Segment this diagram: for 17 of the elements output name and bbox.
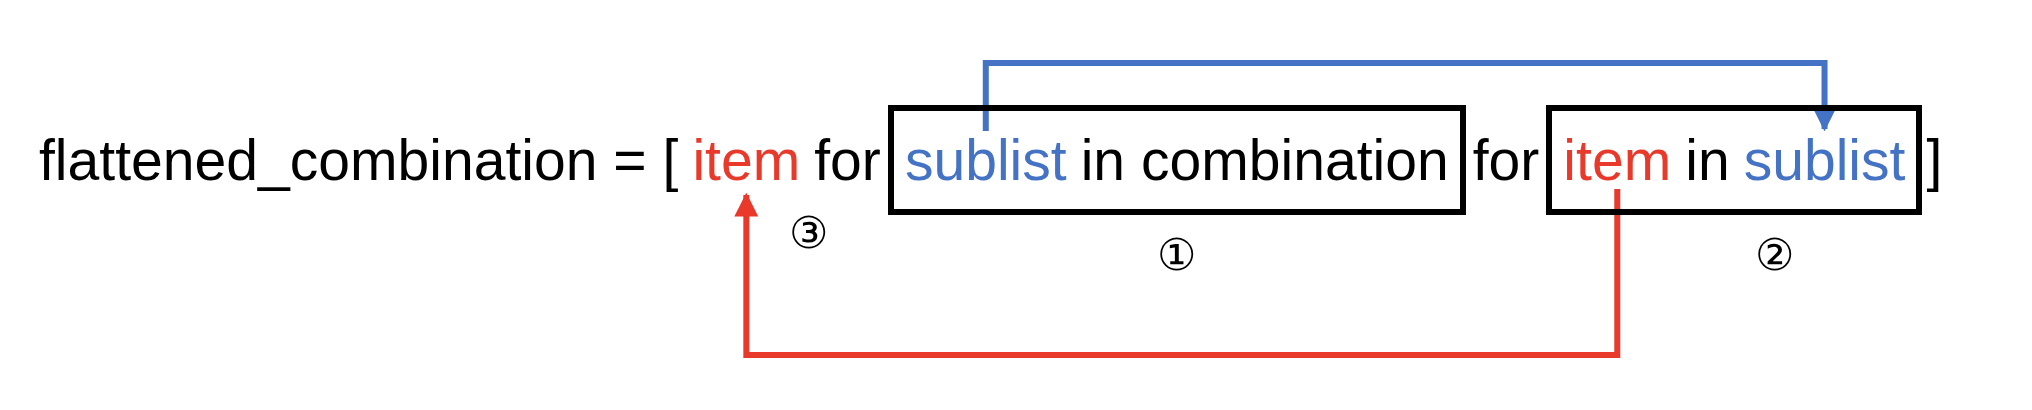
code-keyword: item xyxy=(1563,127,1672,193)
code-text: for xyxy=(1472,127,1540,193)
code-text: ] xyxy=(1926,127,1943,193)
bracket-box xyxy=(887,105,1466,215)
code-text: in combination xyxy=(1080,127,1449,193)
code-text: for xyxy=(814,127,881,193)
code-keyword: sublist xyxy=(904,127,1067,193)
code-keyword: sublist xyxy=(1743,127,1906,193)
callout-number: ① xyxy=(1157,229,1197,280)
bracket-box xyxy=(1546,105,1923,215)
code-text: flattened_combination = [ xyxy=(39,127,679,193)
callout-number: ③ xyxy=(788,207,828,258)
callout-number: ② xyxy=(1754,229,1794,280)
code-text: in xyxy=(1685,127,1730,193)
arrow xyxy=(982,60,1837,132)
code-keyword: item xyxy=(692,127,801,193)
arrow xyxy=(734,189,1621,358)
